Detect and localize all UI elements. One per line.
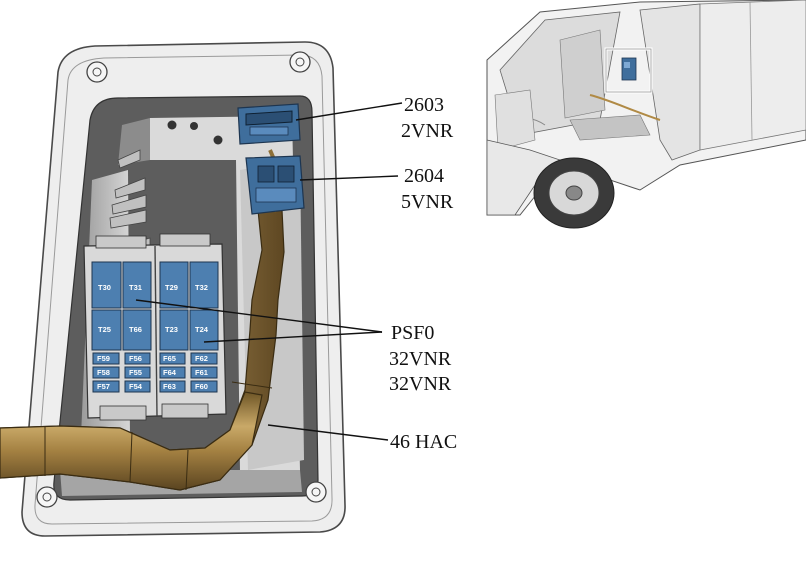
callout-2603-ref: 2603 bbox=[404, 94, 444, 116]
fuse-f65: F65 bbox=[163, 354, 176, 363]
wheel-icon bbox=[533, 157, 615, 229]
relay-t66: T66 bbox=[129, 325, 142, 334]
relay-t31: T31 bbox=[129, 283, 142, 292]
vehicle-locator-view bbox=[486, 0, 806, 229]
leader-lines bbox=[135, 102, 403, 441]
callout-2603-desc: 2VNR bbox=[401, 120, 454, 142]
fuse-f60: F60 bbox=[195, 382, 208, 391]
callout-psf-desc2: 32VNR bbox=[389, 373, 452, 395]
relay-t30: T30 bbox=[98, 283, 111, 292]
fuse-f58: F58 bbox=[97, 368, 110, 377]
screw-hole bbox=[86, 61, 108, 83]
fuse-f54: F54 bbox=[129, 382, 143, 391]
callout-2604-ref: 2604 bbox=[404, 165, 444, 187]
relay-t25: T25 bbox=[98, 325, 111, 334]
fuse-f61: F61 bbox=[195, 368, 208, 377]
relay-t29: T29 bbox=[165, 283, 178, 292]
callout-psf-desc1: 32VNR bbox=[389, 348, 452, 370]
screw-hole bbox=[289, 51, 311, 73]
fuse-block-right: T29 T32 T23 T24 F65 F62 F64 F61 F63 F60 bbox=[159, 261, 219, 393]
fuse-f57: F57 bbox=[97, 382, 110, 391]
relay-t32: T32 bbox=[195, 283, 208, 292]
connector-2604 bbox=[245, 155, 305, 215]
screw-hole bbox=[305, 481, 327, 503]
screw-hole bbox=[36, 486, 58, 508]
fuse-f59: F59 bbox=[97, 354, 110, 363]
callout-2604-desc: 5VNR bbox=[401, 191, 454, 213]
fuse-f56: F56 bbox=[129, 354, 142, 363]
fuse-box: T30 T31 T25 T66 F59 F56 F58 F55 F57 F54 … bbox=[83, 233, 227, 421]
callout-hac-label: 46 HAC bbox=[390, 431, 457, 453]
relay-t24: T24 bbox=[195, 325, 209, 334]
connector-2603 bbox=[237, 103, 301, 145]
fuse-f63: F63 bbox=[163, 382, 176, 391]
fuse-f64: F64 bbox=[163, 368, 177, 377]
fuse-f55: F55 bbox=[129, 368, 142, 377]
relay-t23: T23 bbox=[165, 325, 178, 334]
fuse-f62: F62 bbox=[195, 354, 208, 363]
fuse-block-left: T30 T31 T25 T66 F59 F56 F58 F55 F57 F54 bbox=[91, 261, 152, 393]
callout-psf-ref: PSF0 bbox=[391, 322, 434, 344]
